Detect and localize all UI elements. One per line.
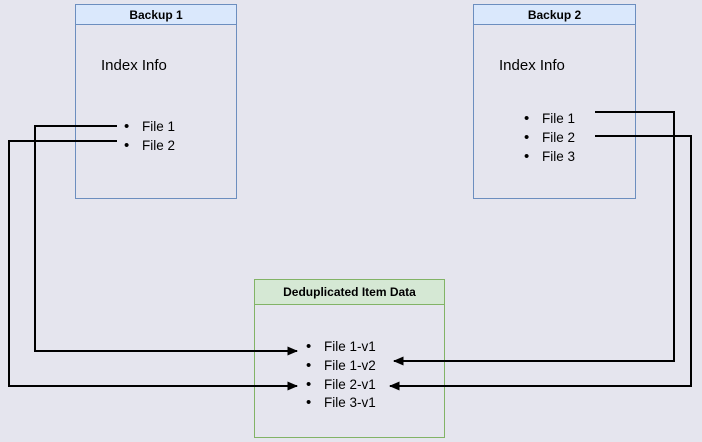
- dedup-item-list: File 1-v1 File 1-v2 File 2-v1 File 3-v1: [306, 338, 376, 413]
- list-item: File 3: [524, 147, 575, 166]
- backup1-box: Backup 1 Index Info File 1 File 2: [75, 4, 237, 199]
- list-item: File 1: [524, 109, 575, 128]
- list-item: File 3-v1: [306, 394, 376, 413]
- list-item: File 2-v1: [306, 376, 376, 395]
- deduplicated-item-data-box: Deduplicated Item Data File 1-v1 File 1-…: [254, 279, 445, 438]
- list-item: File 2: [124, 136, 175, 155]
- list-item: File 1-v2: [306, 357, 376, 376]
- dedup-title: Deduplicated Item Data: [255, 280, 444, 305]
- backup1-title: Backup 1: [76, 5, 236, 25]
- list-item: File 1: [124, 117, 175, 136]
- backup1-file-list: File 1 File 2: [124, 117, 175, 155]
- backup2-title: Backup 2: [474, 5, 635, 25]
- backup1-index-info-label: Index Info: [101, 57, 167, 74]
- list-item: File 1-v1: [306, 338, 376, 357]
- backup2-file-list: File 1 File 2 File 3: [524, 109, 575, 166]
- list-item: File 2: [524, 128, 575, 147]
- backup2-box: Backup 2 Index Info File 1 File 2 File 3: [473, 4, 636, 199]
- backup2-index-info-label: Index Info: [499, 57, 565, 74]
